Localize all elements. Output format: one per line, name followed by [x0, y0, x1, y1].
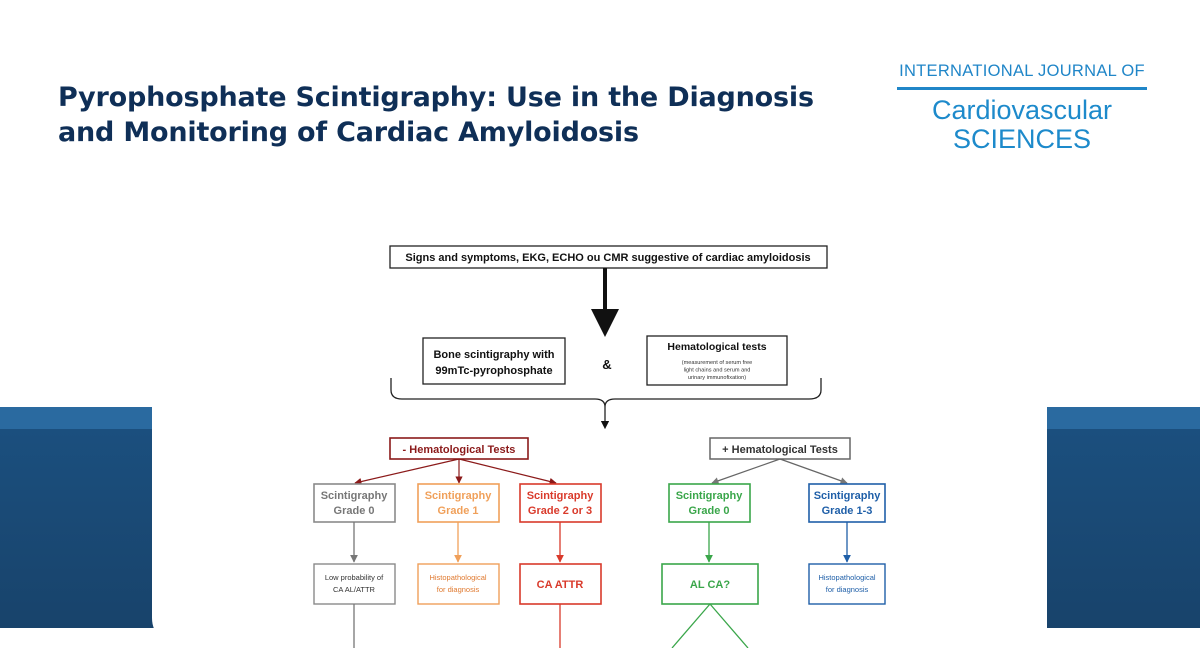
node-low-probability: Low probability of CA AL/ATTR	[313, 563, 396, 605]
ampersand: &	[602, 357, 611, 372]
node-pos-scintigraphy-grade1to3: Scintigraphy Grade 1-3	[808, 483, 886, 523]
node-ca-attr: CA ATTR	[519, 563, 602, 605]
node-neg-scintigraphy-grade0: Scintigraphy Grade 0	[313, 483, 396, 523]
neg-g23-line1: Scintigraphy	[527, 490, 595, 502]
low-prob-line2: CA AL/ATTR	[333, 585, 376, 594]
node-start: Signs and symptoms, EKG, ECHO ou CMR sug…	[389, 245, 828, 269]
node-al-ca: AL CA?	[661, 563, 759, 605]
hema-note1: (measurement of serum free	[682, 360, 753, 366]
bone-line1: Bone scintigraphy with	[433, 349, 554, 361]
neg-g0-line2: Grade 0	[334, 505, 375, 517]
histo2-line1: Histopathological	[818, 573, 875, 582]
hema-note3: urinary immunofixation)	[688, 375, 746, 381]
neg-tests-label: - Hematological Tests	[403, 444, 516, 456]
pos-g13-line1: Scintigraphy	[814, 490, 882, 502]
histo2-line2: for diagnosis	[826, 585, 869, 594]
page-title-line1: Pyrophosphate Scintigraphy: Use in the D…	[58, 82, 814, 113]
continuation-line-green-right	[709, 603, 749, 648]
journal-logo-name-line1: Cardiovascular	[931, 95, 1113, 125]
neg-g23-line2: Grade 2 or 3	[528, 505, 592, 517]
node-bone-scintigraphy: Bone scintigraphy with 99mTc-pyrophospha…	[422, 337, 566, 385]
flowchart-diagram: Signs and symptoms, EKG, ECHO ou CMR sug…	[313, 245, 886, 648]
node-histopathological-2: Histopathological for diagnosis	[808, 563, 886, 605]
histo1-line1: Histopathological	[429, 573, 486, 582]
histo1-line2: for diagnosis	[437, 585, 480, 594]
node-histopathological-1: Histopathological for diagnosis	[417, 563, 500, 605]
page-title: Pyrophosphate Scintigraphy: Use in the D…	[58, 80, 858, 150]
arrow-neg-to-g23	[458, 458, 557, 485]
journal-logo-top-line: INTERNATIONAL JOURNAL OF	[897, 62, 1147, 90]
arrow-neg-to-g0	[354, 458, 460, 486]
continuation-line-green-left	[671, 603, 711, 648]
hema-note2: light chains and serum and	[684, 368, 751, 374]
journal-logo-name-line2: SCIENCES	[952, 124, 1092, 154]
arrow-pos-to-g0	[711, 458, 781, 485]
node-negative-hematological-tests: - Hematological Tests	[389, 437, 529, 460]
node-positive-hematological-tests: + Hematological Tests	[709, 437, 851, 460]
pos-g0-line1: Scintigraphy	[676, 490, 744, 502]
arrow-pos-to-g13	[779, 458, 848, 485]
pos-g13-line2: Grade 1-3	[822, 505, 873, 517]
node-neg-scintigraphy-grade2or3: Scintigraphy Grade 2 or 3	[519, 483, 602, 523]
flowchart-card: Signs and symptoms, EKG, ECHO ou CMR sug…	[152, 228, 1047, 648]
hema-title: Hematological tests	[667, 341, 766, 353]
node-neg-scintigraphy-grade1: Scintigraphy Grade 1	[417, 483, 500, 523]
ca-attr-label: CA ATTR	[537, 579, 584, 591]
neg-g1-line1: Scintigraphy	[425, 490, 493, 502]
node-start-label: Signs and symptoms, EKG, ECHO ou CMR sug…	[405, 252, 810, 264]
journal-logo: INTERNATIONAL JOURNAL OF Cardiovascular …	[897, 62, 1147, 154]
low-prob-line1: Low probability of	[325, 573, 384, 582]
bone-line2: 99mTc-pyrophosphate	[435, 365, 552, 377]
al-ca-label: AL CA?	[690, 579, 730, 591]
node-hematological-tests: Hematological tests (measurement of seru…	[646, 335, 788, 386]
neg-g0-line1: Scintigraphy	[321, 490, 389, 502]
page-title-line2: and Monitoring of Cardiac Amyloidosis	[58, 117, 639, 148]
pos-tests-label: + Hematological Tests	[722, 444, 838, 456]
pos-g0-line2: Grade 0	[689, 505, 730, 517]
node-pos-scintigraphy-grade0: Scintigraphy Grade 0	[668, 483, 751, 523]
neg-g1-line2: Grade 1	[438, 505, 479, 517]
